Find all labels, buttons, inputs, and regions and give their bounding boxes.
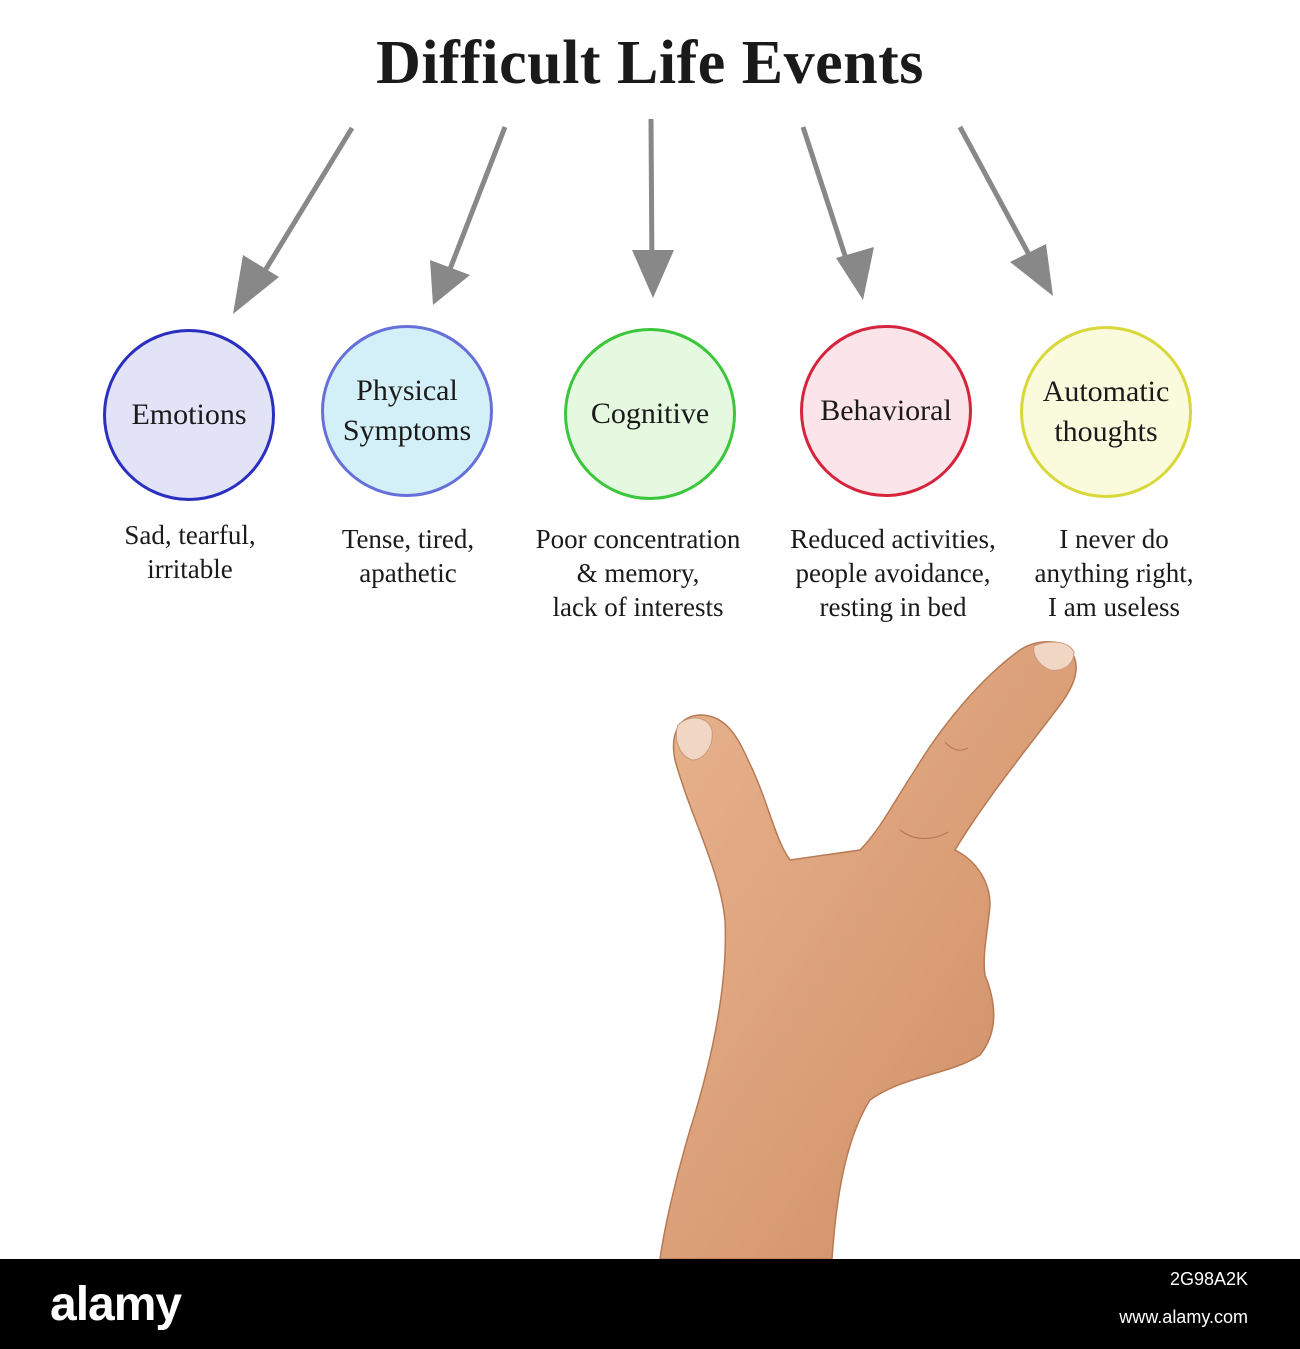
- node-emotions: Emotions: [103, 329, 275, 501]
- arrowhead-physical-symptoms: [430, 260, 470, 305]
- arrowhead-cognitive: [632, 250, 674, 298]
- alamy-logo: alamy: [50, 1278, 182, 1331]
- image-id: 2G98A2K: [1169, 1269, 1248, 1289]
- arrow-to-behavioral: [800, 126, 856, 281]
- node-behavioral: Behavioral: [800, 325, 972, 497]
- pointing-hand-image: [659, 641, 1077, 1259]
- fingernail-index: [1033, 641, 1075, 671]
- description-cognitive: Poor concentration & memory, lack of int…: [535, 524, 741, 622]
- fingernail-thumb: [675, 717, 713, 761]
- arrow-to-emotions: [249, 126, 355, 294]
- arrows: [233, 118, 1053, 314]
- footer-url: www.alamy.com: [1119, 1307, 1248, 1327]
- arrow-to-automatic-thoughts: [957, 125, 1043, 277]
- knuckle-crease: [899, 741, 969, 840]
- node-automatic-thoughts-label: Automatic thoughts: [1042, 375, 1170, 448]
- hand-shape: [659, 641, 1077, 1259]
- arrowhead-automatic-thoughts: [1010, 244, 1053, 296]
- node-physical-symptoms: Physical Symptoms: [321, 325, 493, 497]
- node-cognitive-label: Cognitive: [590, 397, 710, 430]
- node-cognitive: Cognitive: [564, 328, 736, 500]
- node-behavioral-label: Behavioral: [820, 394, 952, 427]
- arrow-to-physical-symptoms: [442, 126, 508, 283]
- footer-bar: alamy 2G98A2K www.alamy.com: [0, 1259, 1300, 1349]
- arrow-to-cognitive: [648, 118, 655, 276]
- arrowhead-emotions: [233, 255, 279, 314]
- arrowhead-behavioral: [836, 247, 874, 300]
- description-emotions: Sad, tearful, irritable: [124, 520, 256, 584]
- description-behavioral: Reduced activities, people avoidance, re…: [790, 524, 996, 622]
- description-physical-symptoms: Tense, tired, apathetic: [341, 524, 475, 588]
- node-automatic-thoughts: Automatic thoughts: [1020, 326, 1192, 498]
- description-automatic-thoughts: I never do anything right, I am useless: [1034, 524, 1194, 622]
- diagram-title: Difficult Life Events: [376, 29, 924, 97]
- node-physical-symptoms-label: Physical Symptoms: [342, 374, 472, 447]
- node-emotions-label: Emotions: [131, 398, 247, 431]
